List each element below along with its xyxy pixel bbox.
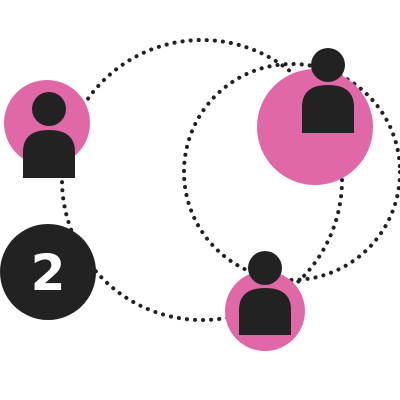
person-node-bottom — [225, 251, 305, 351]
step-number: 2 — [31, 244, 66, 302]
connection-ring-left — [60, 38, 344, 322]
person-node-top-right — [257, 48, 373, 185]
connection-rings — [60, 38, 400, 322]
connection-ring-right — [182, 62, 400, 282]
person-icon — [239, 251, 291, 335]
step-badge-circle — [0, 224, 96, 320]
person-icon — [23, 92, 75, 178]
step-badge: 2 — [0, 224, 96, 320]
person-node-top-left — [4, 80, 90, 178]
person-icon — [302, 48, 354, 133]
